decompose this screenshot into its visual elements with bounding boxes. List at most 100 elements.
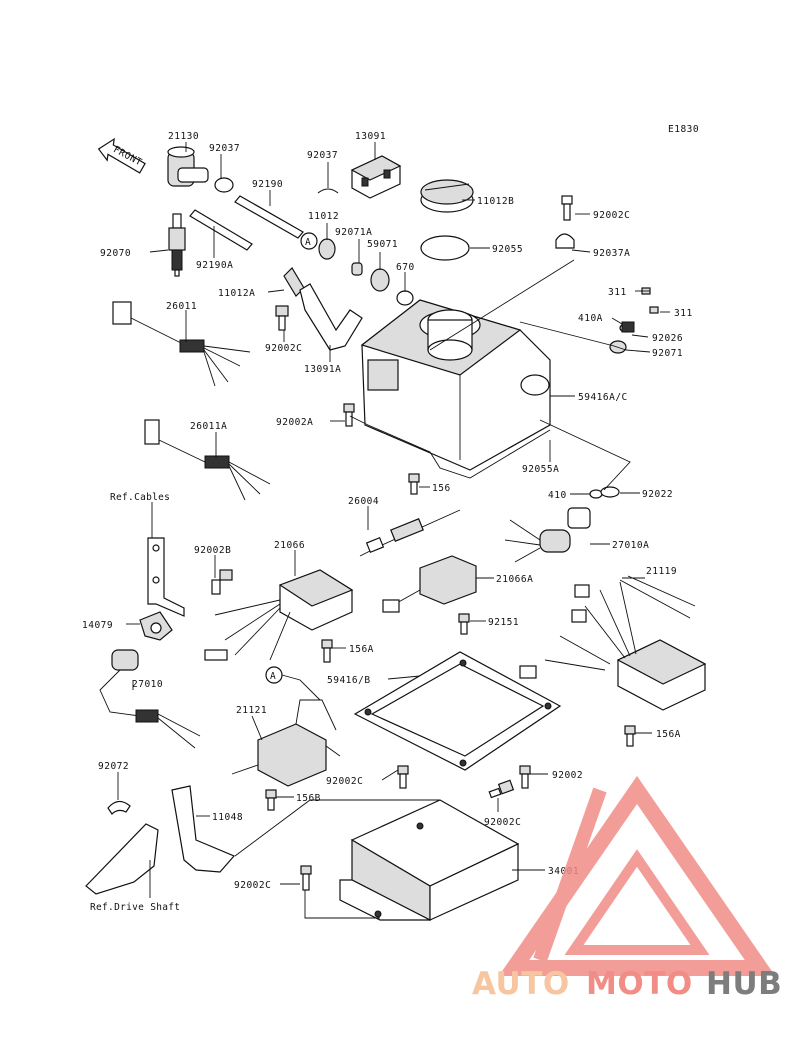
label-311-b: 311 [674, 308, 693, 319]
screw-92151-drawing [458, 613, 470, 635]
bracket-13091A-drawing [299, 283, 363, 351]
label-ref-cables: Ref.Cables [110, 492, 170, 503]
coil-21121-drawing [231, 699, 341, 787]
label-670: 670 [396, 262, 415, 273]
label-92002C-b: 92002C [265, 343, 302, 354]
label-59416AC: 59416A/C [578, 392, 628, 403]
label-92190: 92190 [252, 179, 283, 190]
bolt-92002C-b-drawing [275, 305, 289, 331]
watermark-text-auto: AUTO [472, 966, 570, 1002]
regulator-21066-drawing [204, 569, 354, 661]
leader-lines [117, 142, 670, 919]
label-92055A: 92055A [522, 464, 559, 475]
label-34001: 34001 [548, 866, 579, 877]
igniter-21119-drawing [519, 575, 707, 711]
label-21130: 21130 [168, 131, 199, 142]
unit-21066A-drawing [382, 555, 477, 613]
label-11012A: 11012A [218, 288, 255, 299]
clip-92037b-drawing [317, 188, 339, 194]
label-14079: 14079 [82, 620, 113, 631]
watermark: AUTO MOTO HUB [472, 775, 782, 1002]
label-92072: 92072 [98, 761, 129, 772]
label-21121: 21121 [236, 705, 267, 716]
spark-plug-92070-drawing [168, 213, 186, 277]
washer-92022-drawing [600, 486, 620, 498]
part-21130-drawing [167, 146, 209, 187]
label-21119: 21119 [646, 566, 677, 577]
label-92190A: 92190A [196, 260, 233, 271]
label-27010A: 27010A [612, 540, 649, 551]
callout-a-top [300, 232, 318, 250]
electric-case-drawing [360, 299, 551, 471]
label-59416B: 59416/B [327, 675, 371, 686]
callout-a-bottom-label: A [270, 671, 276, 682]
label-410: 410 [548, 490, 567, 501]
bolt-92002C-d-drawing [488, 779, 515, 799]
label-21066A: 21066A [496, 574, 533, 585]
clip-92072-drawing [107, 800, 131, 815]
bolt-92002C-a-drawing [561, 195, 573, 221]
label-156: 156 [432, 483, 451, 494]
bolt-156A-a-drawing [321, 639, 333, 663]
label-92002B: 92002B [194, 545, 231, 556]
gasket-92055A-drawing [367, 424, 551, 479]
resistor-26004-drawing [359, 509, 461, 557]
cap-11012B-drawing [420, 179, 474, 213]
label-92022: 92022 [642, 489, 673, 500]
bolt-156-drawing [408, 473, 420, 495]
label-92002C-d: 92002C [484, 817, 521, 828]
front-arrow: FRONT [97, 137, 146, 174]
oring-92055-drawing [420, 235, 470, 261]
label-410A: 410A [578, 313, 603, 324]
bracket-ref-cables-drawing [147, 537, 185, 617]
label-92055: 92055 [492, 244, 523, 255]
grommets-drawing [318, 238, 414, 306]
watermark-text-hub: HUB [706, 966, 782, 1002]
bolt-92002B-drawing [211, 569, 233, 595]
label-92070: 92070 [100, 248, 131, 259]
bracket-11048-drawing [171, 785, 235, 873]
label-diagram-code: E1830 [668, 124, 699, 135]
label-92002A: 92002A [276, 417, 313, 428]
harness-26011A-drawing [144, 419, 271, 501]
bolt-92002C-e-drawing [300, 865, 312, 891]
label-92002C-a: 92002C [593, 210, 630, 221]
callout-a-top-label: A [305, 237, 311, 248]
label-11012: 11012 [308, 211, 339, 222]
label-156A-a: 156A [349, 644, 374, 655]
harness-26011-drawing [112, 301, 251, 387]
label-27010: 27010 [132, 679, 163, 690]
bolt-92002A-drawing [343, 403, 355, 427]
label-ref-drive-shaft: Ref.Drive Shaft [90, 902, 180, 913]
watermark-text-moto: MOTO [586, 966, 693, 1002]
bracket-drive-shaft-drawing [85, 823, 159, 895]
bolt-92002-drawing [519, 765, 531, 789]
bracket-13091-drawing [350, 155, 402, 199]
gasket-59416B-drawing [353, 651, 562, 771]
label-92002C-c: 92002C [326, 776, 363, 787]
label-59071: 59071 [367, 239, 398, 250]
bolt-156B-drawing [265, 789, 277, 811]
washer-410-drawing [589, 489, 603, 499]
label-11048: 11048 [212, 812, 243, 823]
label-11012B: 11012B [477, 196, 514, 207]
bolt-92002C-c-drawing [397, 765, 409, 789]
label-13091: 13091 [355, 131, 386, 142]
label-311-a: 311 [608, 287, 627, 298]
switch-27010-drawing [99, 649, 201, 749]
clamp-92037A-drawing [555, 233, 575, 249]
part-14079-drawing [139, 611, 173, 641]
label-92037A: 92037A [593, 248, 630, 259]
label-92037-b: 92037 [307, 150, 338, 161]
watermark-logo-triangle [498, 775, 776, 976]
base-34001-drawing [339, 799, 520, 921]
sensor-27010A-drawing [504, 507, 591, 563]
part-labels: E1830 21130 92037 92190 92037 13091 1101… [82, 124, 699, 913]
label-156A-b: 156A [656, 729, 681, 740]
label-26004: 26004 [348, 496, 379, 507]
label-92026: 92026 [652, 333, 683, 344]
clamp-92037-drawing [214, 177, 234, 193]
label-156B: 156B [296, 793, 321, 804]
bolt-156A-b-drawing [624, 725, 636, 747]
